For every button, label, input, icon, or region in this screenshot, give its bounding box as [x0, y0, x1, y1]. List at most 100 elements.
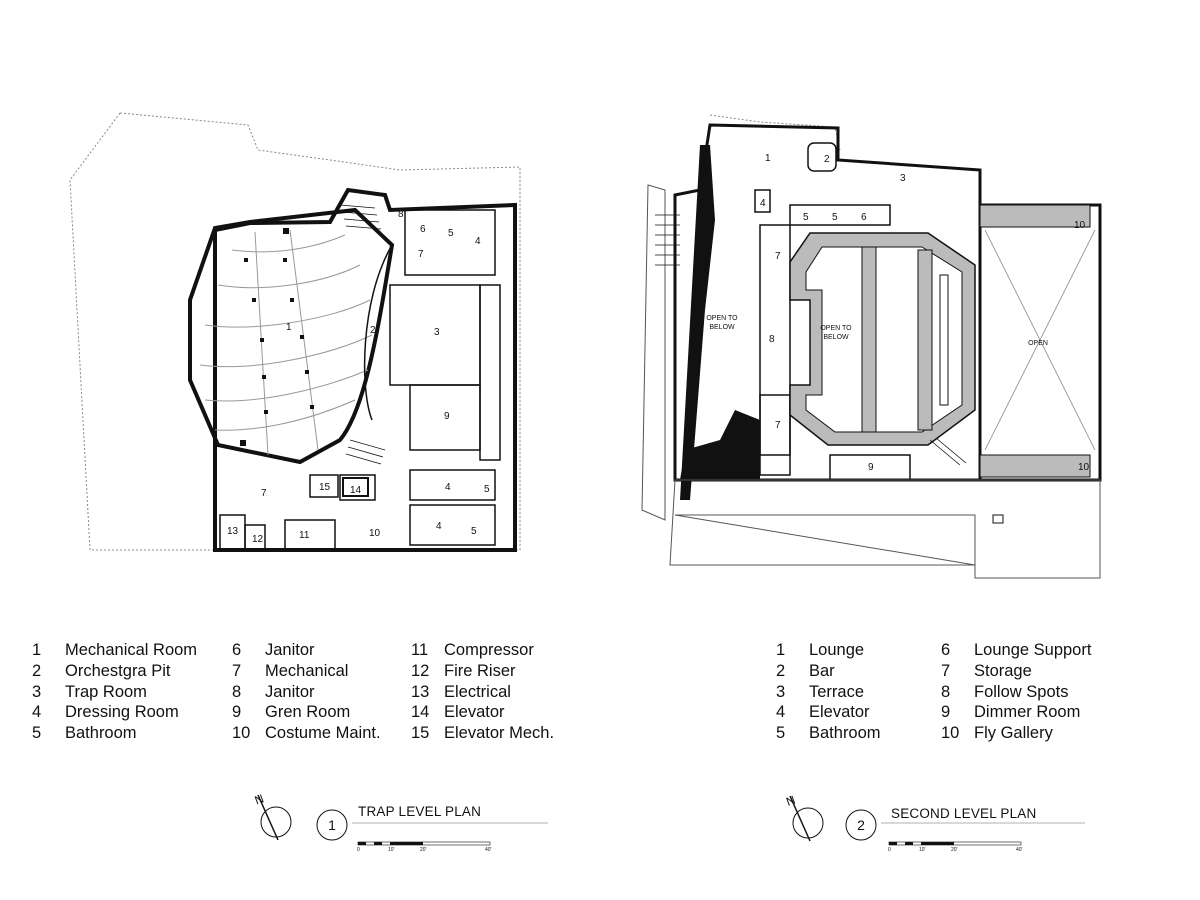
north-arrow-2: N	[784, 793, 824, 842]
legend-label: Fire Riser	[444, 661, 516, 680]
room-labels-plan-1: 1 2 3 4 5 6 7 8 9 4 5 4 5 7 10 11 12 13 …	[227, 209, 490, 545]
legend-label: Costume Maint.	[265, 724, 381, 743]
plan-number: 2	[857, 817, 865, 833]
legend-label: Orchestgra Pit	[65, 661, 171, 680]
room-label: 5	[803, 212, 809, 223]
legend-item: 5 Bathroom	[776, 723, 881, 744]
legend-label: Bathroom	[809, 724, 881, 743]
room-labels-plan-2: 1 2 3 4 5 5 6 7 8 7 9 10 10 OPEN TO BELO…	[706, 153, 1089, 473]
trap-level-plan: 1 2 3 4 5 6 7 8 9 4 5 4 5 7 10 11 12 13 …	[69, 112, 521, 552]
open-to-below-label: OPEN TO	[706, 315, 738, 322]
open-to-below-label: BELOW	[823, 334, 849, 341]
legend-number: 7	[232, 661, 242, 680]
room-label: 10	[369, 528, 381, 539]
open-to-below-label: BELOW	[709, 324, 735, 331]
room-label: 14	[350, 485, 362, 496]
site-boundary	[709, 114, 841, 151]
open-label: OPEN	[1028, 340, 1048, 347]
legend-label: Bar	[809, 661, 835, 680]
legend-number: 7	[941, 661, 951, 680]
legend-label: Compressor	[444, 641, 534, 659]
legend-item: 5 Bathroom	[32, 723, 197, 744]
legend-label: Trap Room	[65, 682, 147, 701]
legend-label: Storage	[974, 661, 1032, 680]
legend-label: Gren Room	[265, 703, 351, 722]
plan-number: 1	[328, 817, 336, 833]
orchestra-pit	[363, 244, 393, 421]
plan-number-circle	[316, 809, 348, 841]
legend-item: 3 Trap Room	[32, 682, 197, 703]
room-label: 7	[775, 420, 781, 431]
legend-label: Fly Gallery	[974, 724, 1053, 743]
room-label: 12	[252, 534, 264, 545]
legend-label: Janitor	[265, 641, 315, 659]
room-label: 13	[227, 526, 239, 537]
legend-item: 4 Elevator	[776, 702, 881, 723]
room-label: 3	[434, 327, 440, 338]
room-label: 7	[775, 251, 781, 262]
north-arrow-1: N	[253, 791, 292, 841]
north-label: N	[784, 793, 797, 809]
room-label: 4	[760, 198, 766, 209]
plan-title: SECOND LEVEL PLAN	[891, 806, 1037, 821]
room-label: 5	[448, 228, 454, 239]
legend-number: 15	[411, 724, 430, 743]
room-label: 2	[370, 325, 376, 336]
room-label: 9	[868, 462, 874, 473]
legend-label: Janitor	[265, 682, 315, 701]
room-label: 1	[765, 153, 771, 164]
room-label: 2	[824, 154, 830, 165]
scale-tick: 20'	[951, 847, 958, 853]
lower-terrace	[669, 479, 1101, 579]
scale-tick: 10'	[388, 847, 395, 853]
plan-title: TRAP LEVEL PLAN	[358, 804, 482, 819]
room-label: 5	[484, 484, 490, 495]
legend-number: 5	[32, 724, 42, 743]
site-boundary	[69, 112, 521, 551]
legend-number: 14	[411, 703, 430, 722]
legend-number: 3	[776, 682, 786, 701]
legend-label: Bathroom	[65, 724, 137, 743]
legend-number: 10	[941, 724, 960, 743]
room-label: 4	[445, 482, 451, 493]
legend-number: 2	[776, 661, 786, 680]
plan-number-circle	[845, 809, 877, 841]
legend-label: Elevator	[809, 703, 870, 722]
legend-item: 11 Compressor	[411, 640, 554, 661]
room-label: 7	[418, 249, 424, 260]
room-label: 6	[861, 212, 867, 223]
legend-label: Follow Spots	[974, 682, 1069, 701]
legend-number: 11	[411, 641, 429, 659]
room-label: 5	[832, 212, 838, 223]
room-label: 5	[471, 526, 477, 537]
building-outline	[213, 187, 517, 552]
legend-number: 4	[32, 703, 42, 722]
legend-number: 3	[32, 682, 42, 701]
legend-number: 6	[232, 641, 242, 659]
legend-number: 4	[776, 703, 786, 722]
room-label: 3	[900, 173, 906, 184]
legend-item: 10 Costume Maint.	[232, 723, 381, 744]
legend-number: 10	[232, 724, 251, 743]
scale-tick: 0	[888, 847, 891, 853]
legend-item: 2 Bar	[776, 661, 881, 682]
legend-number: 13	[411, 682, 430, 701]
legend-label: Mechanical	[265, 661, 349, 680]
legend-label: Electrical	[444, 682, 511, 701]
room-label: 4	[436, 521, 442, 532]
seating-area	[188, 207, 395, 465]
legend-item: 7 Storage	[941, 661, 1091, 682]
legend-number: 9	[941, 703, 951, 722]
scale-bar-2: 0 10' 20' 40'	[888, 841, 1023, 853]
legend-number: 1	[776, 641, 786, 659]
room-label: 11	[299, 530, 310, 541]
legend-number: 5	[776, 724, 786, 743]
